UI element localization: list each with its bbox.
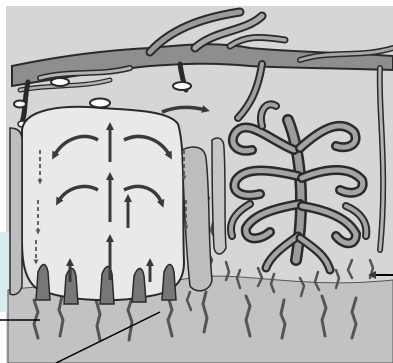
vessel-cross-section — [90, 99, 110, 108]
vessel-cross-section — [173, 82, 191, 90]
vessel-cross-section — [14, 101, 26, 108]
vessel-cross-section — [51, 78, 69, 86]
stromal-process — [212, 138, 226, 254]
left-stromal-wall — [10, 128, 22, 295]
